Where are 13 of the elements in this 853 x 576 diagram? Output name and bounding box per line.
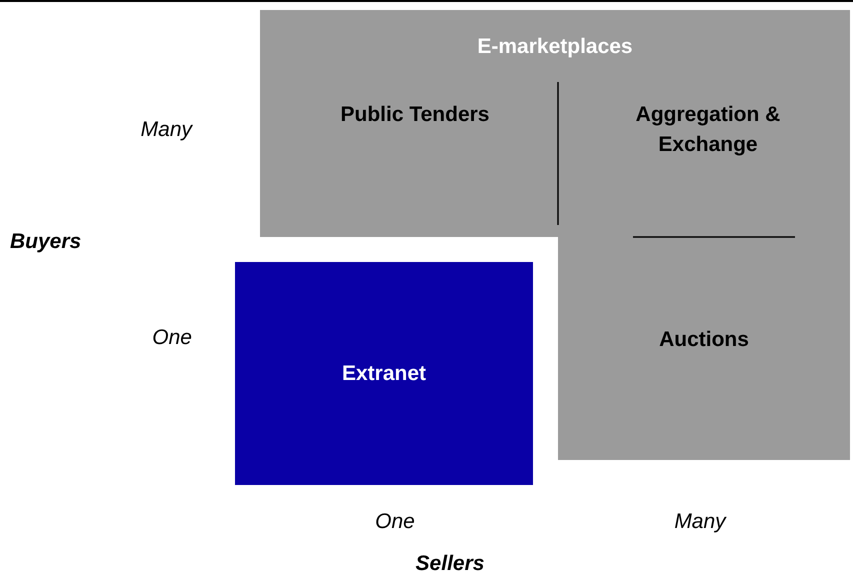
axis-title: Sellers xyxy=(414,552,486,576)
axis-value: One xyxy=(374,510,416,534)
marketplace-region xyxy=(260,10,850,460)
axis-value: Many xyxy=(673,510,728,534)
axis-value: Many xyxy=(140,118,192,142)
segment-label: Public Tenders xyxy=(335,100,495,160)
segment-label: Aggregation & Exchange xyxy=(618,100,798,160)
region-heading: E-marketplaces xyxy=(476,34,634,60)
box-label: Extranet xyxy=(342,362,426,386)
segment-label: Auctions xyxy=(634,325,774,357)
extranet-box xyxy=(235,262,533,485)
axis-title: Buyers xyxy=(10,230,82,254)
axis-value: One xyxy=(151,326,192,350)
